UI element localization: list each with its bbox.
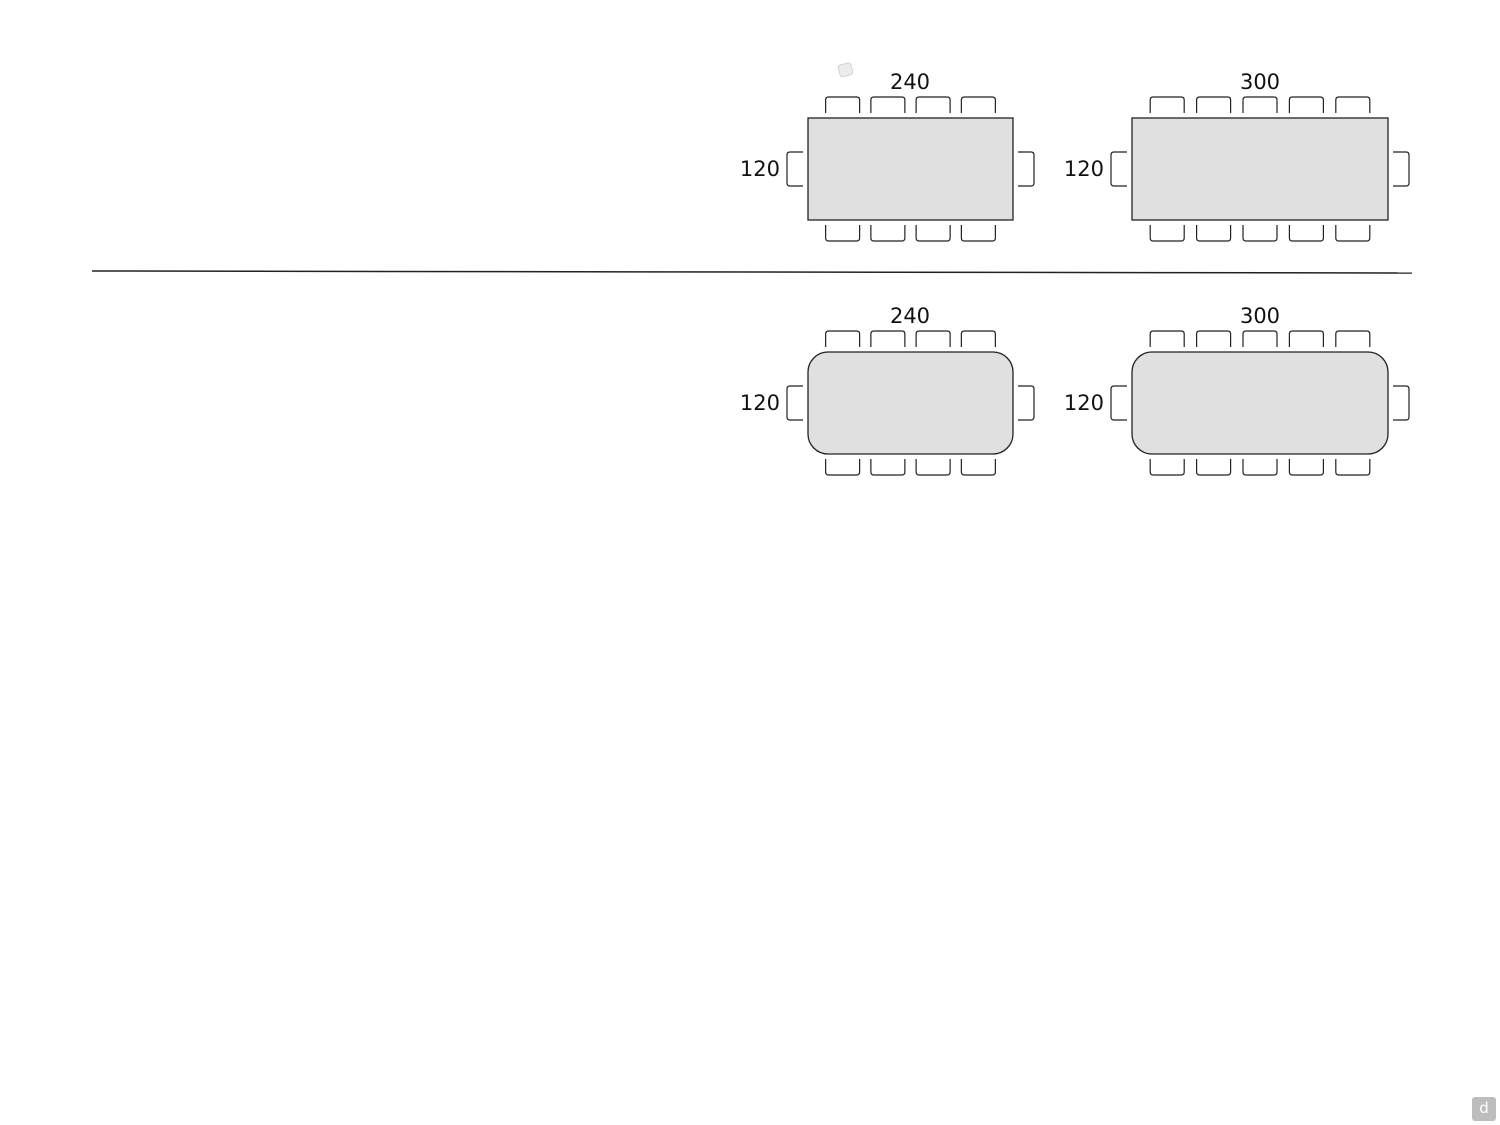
chair-left xyxy=(1110,151,1127,187)
chair-bottom xyxy=(1242,459,1278,476)
chair-top xyxy=(1242,96,1278,113)
stray-marker xyxy=(837,62,854,78)
chair-bottom xyxy=(825,459,861,476)
chair-bottom xyxy=(1335,225,1371,242)
chair-bottom xyxy=(1149,225,1185,242)
chair-left xyxy=(1110,385,1127,421)
chair-top xyxy=(870,330,906,347)
chair-top xyxy=(960,330,996,347)
chair-bottom xyxy=(1149,459,1185,476)
chair-right xyxy=(1018,385,1035,421)
table-rect-300: 300 120 xyxy=(1064,70,1410,242)
chair-top xyxy=(1288,96,1324,113)
chair-top xyxy=(915,330,951,347)
chair-top xyxy=(825,330,861,347)
chair-top xyxy=(1335,96,1371,113)
row-divider xyxy=(91,270,1413,274)
chair-bottom xyxy=(870,459,906,476)
length-label: 240 xyxy=(890,70,930,94)
chair-bottom xyxy=(1242,225,1278,242)
d-logo-icon: d xyxy=(1472,1097,1496,1121)
chair-bottom xyxy=(1196,459,1232,476)
chair-bottom xyxy=(915,459,951,476)
chair-top xyxy=(1288,330,1324,347)
table-round-240: 240 120 xyxy=(740,304,1035,476)
width-label: 120 xyxy=(740,157,780,181)
chair-bottom xyxy=(960,225,996,242)
chair-bottom xyxy=(915,225,951,242)
table-rect-240: 240 120 xyxy=(740,70,1035,242)
chair-top xyxy=(960,96,996,113)
chair-right xyxy=(1018,151,1035,187)
table-round-300: 300 120 xyxy=(1064,304,1410,476)
chair-top xyxy=(870,96,906,113)
chair-left xyxy=(786,385,803,421)
length-label: 300 xyxy=(1240,70,1280,94)
length-label: 300 xyxy=(1240,304,1280,328)
length-label: 240 xyxy=(890,304,930,328)
chair-top xyxy=(1149,96,1185,113)
chair-bottom xyxy=(1196,225,1232,242)
width-label: 120 xyxy=(1064,391,1104,415)
chair-top xyxy=(1149,330,1185,347)
chair-left xyxy=(786,151,803,187)
chair-top xyxy=(915,96,951,113)
chair-bottom xyxy=(960,459,996,476)
width-label: 120 xyxy=(740,391,780,415)
chair-top xyxy=(825,96,861,113)
chair-bottom xyxy=(1288,459,1324,476)
chair-top xyxy=(1196,330,1232,347)
chair-bottom xyxy=(870,225,906,242)
width-label: 120 xyxy=(1064,157,1104,181)
chair-bottom xyxy=(825,225,861,242)
chair-bottom xyxy=(1335,459,1371,476)
chair-right xyxy=(1393,385,1410,421)
chair-top xyxy=(1335,330,1371,347)
chair-bottom xyxy=(1288,225,1324,242)
chair-top xyxy=(1242,330,1278,347)
chair-top xyxy=(1196,96,1232,113)
chair-right xyxy=(1393,151,1410,187)
